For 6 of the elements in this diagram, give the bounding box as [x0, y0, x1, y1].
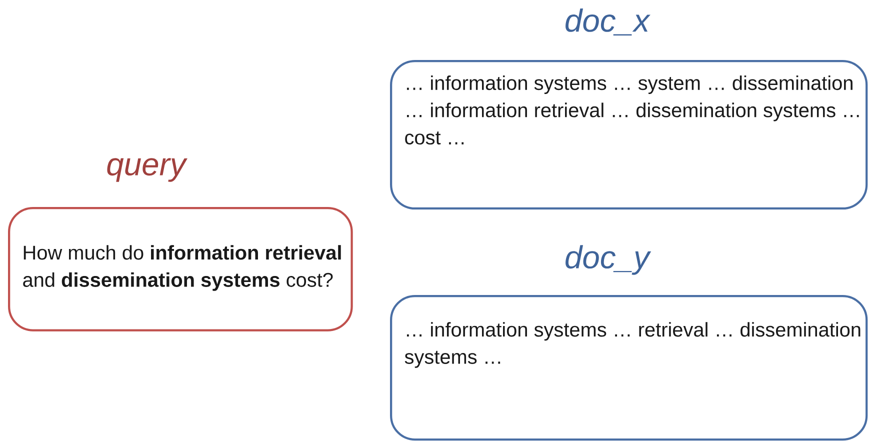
heading: doc_x [566, 8, 650, 36]
text-box: How much do information retrieval and dissemination systems cost? [8, 207, 353, 332]
text-box: … information systems … retrieval … dissemination systems … [390, 294, 868, 441]
heading: doc_y [566, 245, 652, 275]
text-box: … information systems … system … dissemination … information retrieval … dissemination systems … cost … [390, 60, 868, 210]
heading: query [107, 158, 188, 182]
